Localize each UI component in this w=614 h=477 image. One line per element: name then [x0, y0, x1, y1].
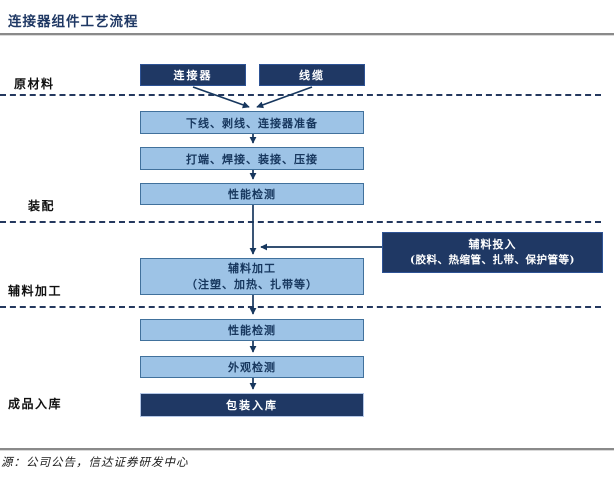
node-cable: 线缆: [259, 64, 365, 86]
node-aux-processing: 辅料加工 （注塑、加热、扎带等）: [140, 258, 364, 295]
section-divider-assembly: [0, 221, 601, 223]
node-performance-test-2: 性能检测: [140, 319, 364, 341]
section-label-raw-materials: 原材料: [14, 77, 55, 91]
node-aux-input-line2: (胶料、热缩管、扎带、保护管等): [410, 253, 575, 266]
diagram-title: 连接器组件工艺流程: [8, 14, 139, 30]
node-packaging-storage: 包装入库: [140, 393, 364, 417]
source-note: 源：公司公告，信达证券研发中心: [1, 455, 189, 469]
node-aux-input: 辅料投入 (胶料、热缩管、扎带、保护管等): [382, 232, 603, 273]
node-connector: 连接器: [140, 64, 246, 86]
section-label-finished-goods: 成品入库: [8, 397, 63, 411]
node-aux-input-line1: 辅料投入: [468, 237, 517, 251]
section-divider-aux-process: [0, 306, 601, 308]
section-label-assembly: 装配: [28, 199, 56, 213]
footer-divider: [0, 448, 614, 450]
section-divider-raw-materials: [0, 94, 601, 96]
title-divider: [0, 33, 614, 35]
section-label-aux-processing: 辅料加工: [8, 284, 63, 298]
arrow-connector-to-prep: [192, 86, 250, 109]
node-aux-processing-line1: 辅料加工: [228, 261, 276, 275]
arrow-cable-to-prep: [256, 86, 313, 109]
node-aux-processing-line2: （注塑、加热、扎带等）: [186, 277, 318, 291]
node-terminal-weld: 打端、焊接、装接、压接: [140, 147, 364, 170]
node-wire-prep: 下线、剥线、连接器准备: [140, 111, 364, 134]
node-visual-inspection: 外观检测: [140, 356, 364, 378]
node-performance-test-1: 性能检测: [140, 183, 364, 205]
